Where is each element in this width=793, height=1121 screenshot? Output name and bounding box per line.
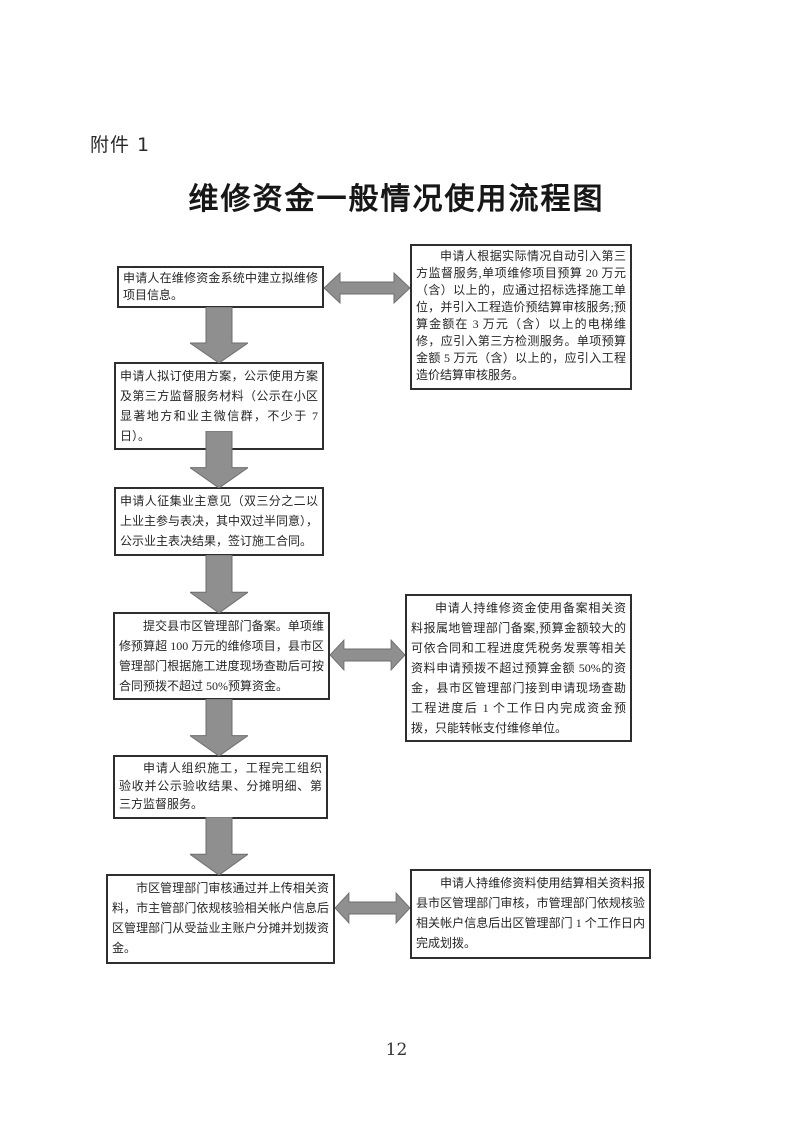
flow-step-review-fund-allocation: 市区管理部门审核通过并上传相关资料，市主管部门依规核验相关帐户信息后区管理部门从… (106, 874, 335, 964)
flow-step-construction-acceptance: 申请人组织施工，工程完工组织验收并公示验收结果、分摊明细、第三方监督服务。 (113, 755, 328, 819)
note-filing-prepayment-detail: 申请人持维修资金使用备案相关资料报属地管理部门备案,预算金额较大的可依合同和工程… (405, 594, 632, 742)
note-third-party-services: 申请人根据实际情况自动引入第三方监督服务,单项维修项目预算 20 万元（含）以上… (410, 244, 632, 390)
down-arrow-icon (190, 817, 248, 875)
down-arrow-icon (190, 555, 248, 613)
flow-step-owner-voting: 申请人征集业主意见（双三分之二以上业主参与表决，其中双过半同意），公示业主表决结… (114, 487, 324, 556)
down-arrow-icon (190, 699, 248, 756)
flow-step-filing-prepayment: 提交县市区管理部门备案。单项维修预算超 100 万元的维修项目，县市区管理部门根… (113, 612, 330, 700)
double-arrow-icon (330, 638, 405, 672)
double-arrow-icon (324, 271, 410, 305)
attachment-label: 附件 1 (90, 134, 151, 156)
note-settlement-review: 申请人持维修资料使用结算相关资料报县市区管理部门审核，市管理部门依规核验相关帐户… (410, 869, 651, 959)
down-arrow-icon (190, 307, 248, 363)
page-number: 12 (385, 1040, 408, 1060)
flow-step-create-project: 申请人在维修资金系统中建立拟维修项目信息。 (117, 266, 324, 308)
double-arrow-icon (335, 891, 410, 925)
page-title: 维修资金一般情况使用流程图 (188, 182, 605, 217)
down-arrow-icon (190, 431, 248, 488)
